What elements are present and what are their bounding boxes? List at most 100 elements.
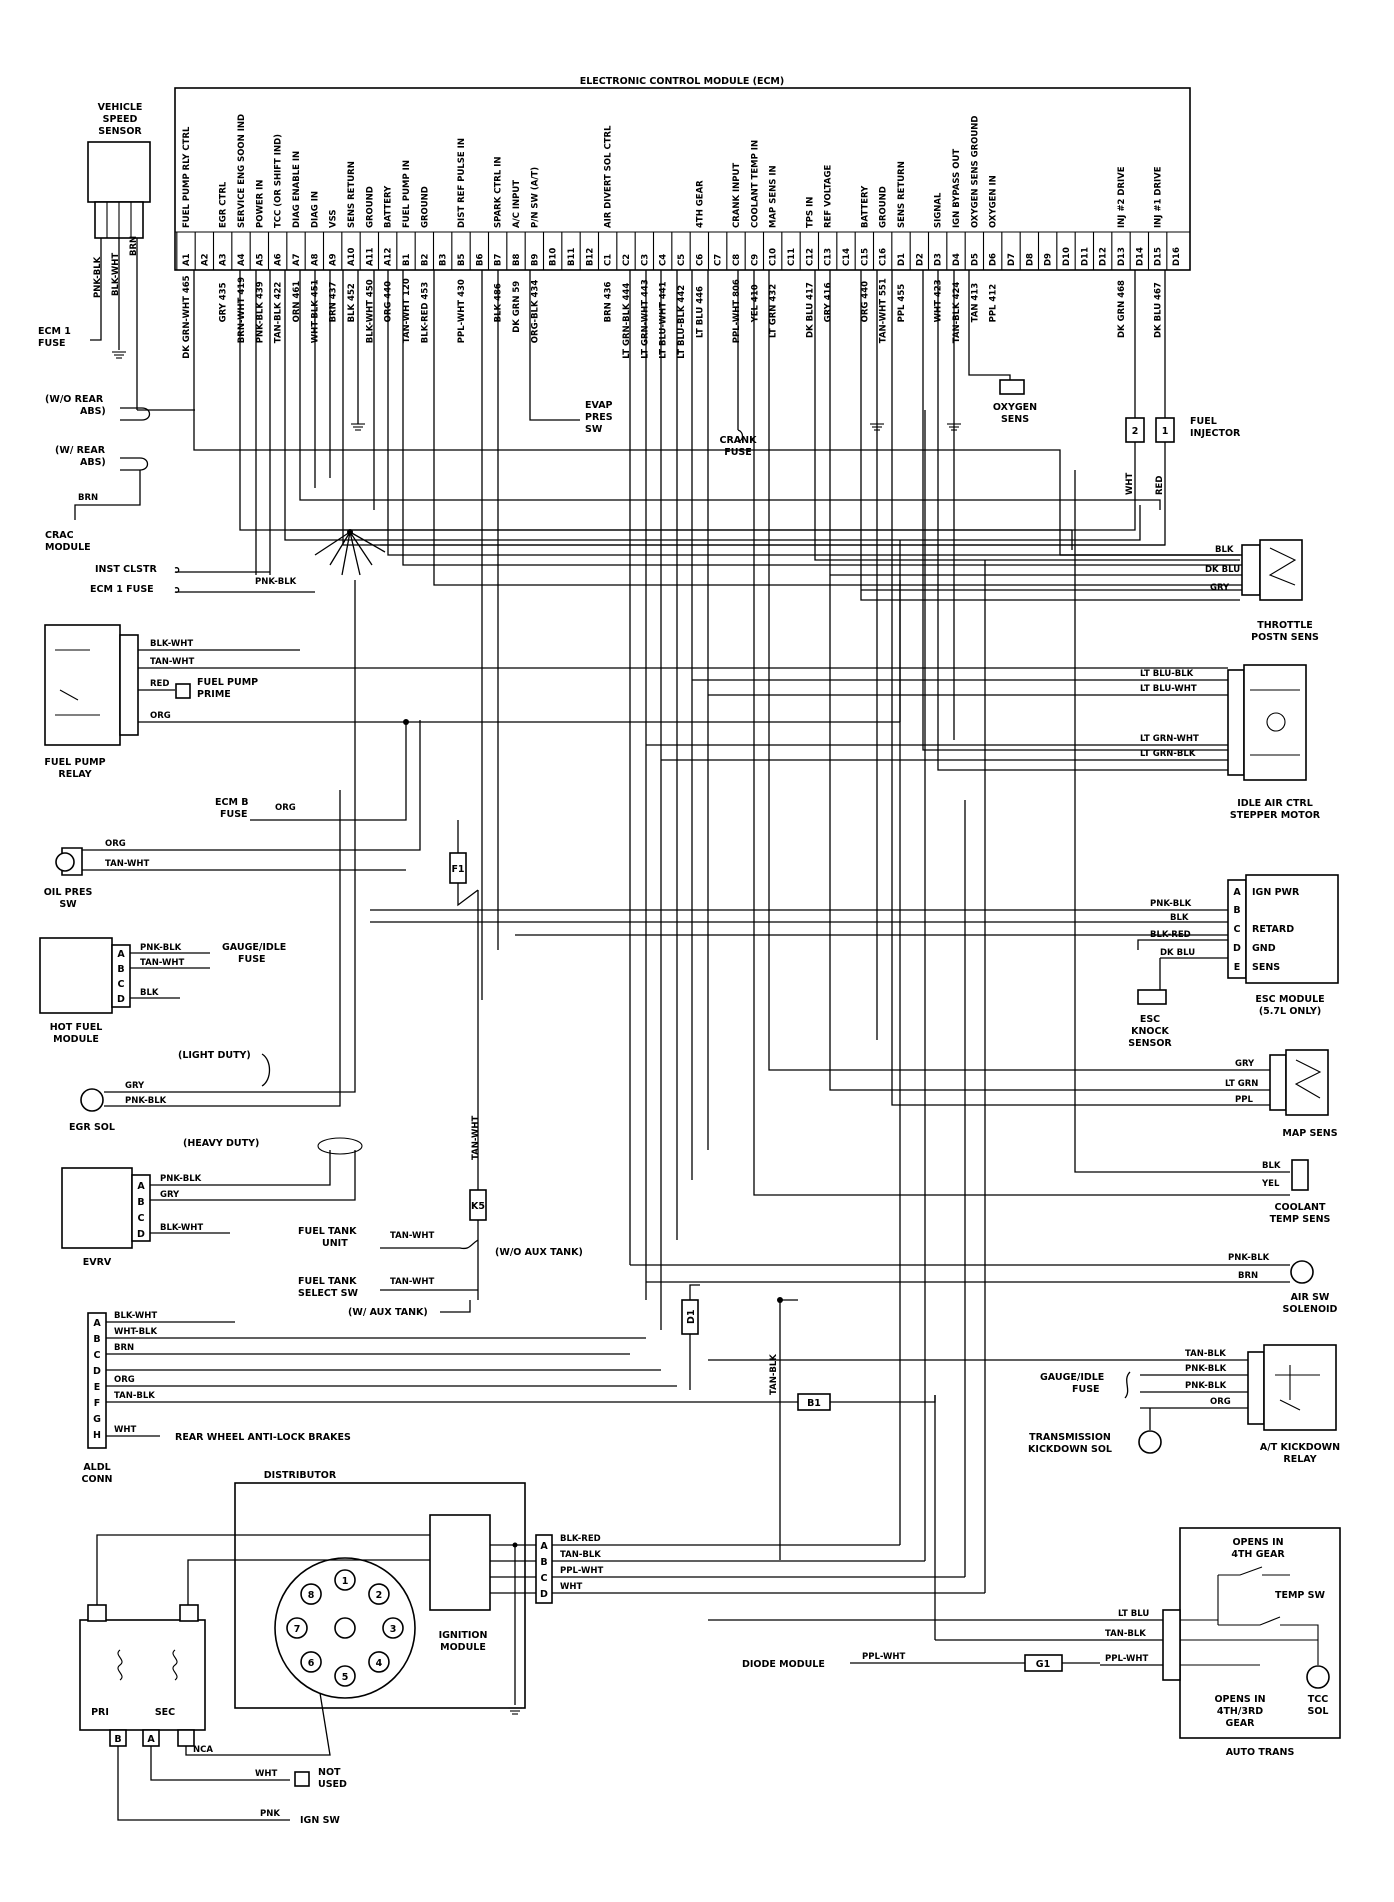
hfm-wire-tan-wht: TAN-WHT bbox=[140, 958, 184, 968]
ecm-pin-d3: D3 bbox=[934, 253, 944, 266]
tps-connector bbox=[1241, 544, 1261, 596]
kickdown-relay-label: A/T KICKDOWN bbox=[1260, 1442, 1340, 1453]
connector-f1-label: F1 bbox=[451, 864, 464, 875]
atk-wire-tan-blk: TAN-BLK bbox=[1185, 1349, 1226, 1359]
ecm1-fuse-wire: PNK-BLK bbox=[255, 577, 297, 587]
fuel-injector-label-2: INJECTOR bbox=[1190, 428, 1241, 439]
heavy-duty-marker bbox=[317, 1137, 363, 1155]
ecm-pin-a11: A11 bbox=[365, 248, 375, 266]
evrv-pin-c: C bbox=[138, 1213, 145, 1224]
iac-wire-lt-grn-wht: LT GRN-WHT bbox=[1140, 734, 1199, 744]
esc-wire-blk-red: BLK-RED bbox=[1150, 930, 1191, 940]
ecm-wire-d15: DK BLU 467 bbox=[1154, 282, 1164, 338]
coil-terminal-right bbox=[179, 1604, 199, 1622]
evrv-pin-b: B bbox=[137, 1197, 144, 1208]
evap-pres-sw-label-3: SW bbox=[585, 424, 603, 435]
ecmb-fuse-wire: ORG bbox=[275, 803, 296, 813]
ecm-wire-a9: BRN 437 bbox=[329, 281, 339, 322]
ground-symbol bbox=[112, 351, 126, 359]
ecm-function-c9: COOLANT TEMP IN bbox=[750, 140, 760, 228]
crank-fuse-label-2: FUSE bbox=[724, 447, 752, 458]
cap-terminal-number: 6 bbox=[308, 1658, 315, 1669]
ignition-module-label: IGNITION bbox=[439, 1630, 488, 1641]
ecm-function-a10: SENS RETURN bbox=[347, 161, 357, 228]
ecm-wire-c2: LT GRN-BLK 444 bbox=[622, 283, 632, 359]
ecm-pin-c15: C15 bbox=[860, 248, 870, 266]
aldl-connector bbox=[87, 1312, 107, 1449]
iac-rotor bbox=[1266, 712, 1286, 732]
ecm-wire-c13: GRY 416 bbox=[824, 282, 834, 322]
vss-title: VEHICLE bbox=[98, 102, 143, 113]
ecm-pin-d4: D4 bbox=[952, 253, 962, 266]
ecm-pin-a6: A6 bbox=[274, 253, 284, 266]
evrv-wire-blk-wht: BLK-WHT bbox=[160, 1223, 203, 1233]
ground-symbol bbox=[508, 1707, 522, 1715]
ecm-pin-d13: D13 bbox=[1117, 247, 1127, 266]
ecm-pin-d12: D12 bbox=[1099, 247, 1109, 266]
ecm-function-c16: GROUND bbox=[879, 186, 889, 228]
vss-wire-brn: BRN bbox=[129, 236, 139, 256]
ecm1-fuse-label-2: FUSE bbox=[38, 338, 66, 349]
egr-sol bbox=[80, 1088, 104, 1112]
ecm-pin-b8: B8 bbox=[512, 254, 522, 266]
ecm-function-a7: DIAG ENABLE IN bbox=[292, 151, 302, 228]
ecm-wire-c3: LT GRN-WHT 443 bbox=[640, 279, 650, 359]
opens-3rd-label-2: 4TH/3RD bbox=[1217, 1706, 1263, 1717]
inj-wire-wht: WHT bbox=[1125, 473, 1135, 495]
vss-wire-blk-wht: BLK-WHT bbox=[111, 253, 121, 296]
ecm-pin-b12: B12 bbox=[585, 248, 595, 266]
ecm-wire-b5: PPL-WHT 430 bbox=[457, 279, 467, 343]
aldl-wire-brn: BRN bbox=[114, 1343, 134, 1353]
heavy-duty-label: (HEAVY DUTY) bbox=[183, 1138, 259, 1149]
ecm1-fuse-label-b: ECM 1 FUSE bbox=[90, 584, 154, 595]
ecm-function-a9: VSS bbox=[329, 210, 339, 228]
cap-terminal-number: 3 bbox=[390, 1624, 397, 1635]
hot-fuel-module-box bbox=[39, 937, 113, 1014]
tps-wire-gry: GRY bbox=[1210, 583, 1230, 593]
oil-pres-sw-label-2: SW bbox=[59, 899, 77, 910]
hfm-pin-d: D bbox=[117, 994, 125, 1005]
ecm-wire-b1: TAN-WHT 120 bbox=[402, 278, 412, 343]
hfm-wire-blk: BLK bbox=[140, 988, 159, 998]
ignition-module-label-2: MODULE bbox=[440, 1642, 486, 1653]
ecm-wire-a1: DK GRN-WHT 465 bbox=[182, 275, 192, 358]
not-used-label-2: USED bbox=[318, 1779, 347, 1790]
esc-knock-sensor bbox=[1137, 989, 1167, 1005]
tps-label: THROTTLE bbox=[1257, 620, 1313, 631]
diode-module-label: DIODE MODULE bbox=[742, 1659, 825, 1670]
coolant-temp-label-2: TEMP SENS bbox=[1270, 1214, 1331, 1225]
nca-label: NCA bbox=[193, 1745, 213, 1755]
ecm-wire-c9: YEL 410 bbox=[750, 284, 760, 323]
ground-symbol bbox=[947, 423, 961, 431]
not-used-wire-wht: WHT bbox=[255, 1769, 277, 1779]
ecm-pin-a7: A7 bbox=[292, 253, 302, 266]
ecm-pin-c10: C10 bbox=[769, 248, 779, 266]
ecm-pin-c1: C1 bbox=[604, 254, 614, 266]
ecm-wire-d5: TAN 413 bbox=[970, 283, 980, 323]
aldl-pin-h: H bbox=[93, 1430, 101, 1441]
ground-symbol bbox=[351, 423, 365, 431]
ecm-function-a1: FUEL PUMP RLY CTRL bbox=[182, 126, 192, 228]
aldl-wire-blk-wht: BLK-WHT bbox=[114, 1311, 157, 1321]
esc-sens: SENS bbox=[1252, 962, 1280, 973]
ecm-pin-a8: A8 bbox=[310, 253, 320, 266]
atk-wire-pnk-blk: PNK-BLK bbox=[1185, 1364, 1227, 1374]
tcc-sol-label-2: SOL bbox=[1308, 1706, 1329, 1717]
crac-module-label: CRAC bbox=[45, 530, 74, 541]
ecm-function-d4: IGN BYPASS OUT bbox=[952, 149, 962, 228]
air-sw-solenoid bbox=[1290, 1260, 1314, 1284]
ecm-pin-c5: C5 bbox=[677, 254, 687, 266]
ecm-function-b9: P/N SW (A/T) bbox=[530, 167, 540, 228]
air-sw-solenoid-label: AIR SW bbox=[1291, 1292, 1330, 1303]
ecm-wire-c8: PPL-WHT 806 bbox=[732, 279, 742, 343]
not-used-box bbox=[294, 1771, 310, 1787]
ecm-function-b7: SPARK CTRL IN bbox=[494, 157, 504, 228]
ecm-wire-a6: TAN-BLK 422 bbox=[274, 282, 284, 344]
vss-box bbox=[87, 141, 151, 203]
esc-module-label: ESC MODULE bbox=[1255, 994, 1324, 1005]
tps-box bbox=[1259, 539, 1303, 601]
ecm-pin-d11: D11 bbox=[1080, 247, 1090, 266]
im-pin-a: A bbox=[540, 1541, 548, 1552]
egr-wire-pnk-blk: PNK-BLK bbox=[125, 1096, 167, 1106]
